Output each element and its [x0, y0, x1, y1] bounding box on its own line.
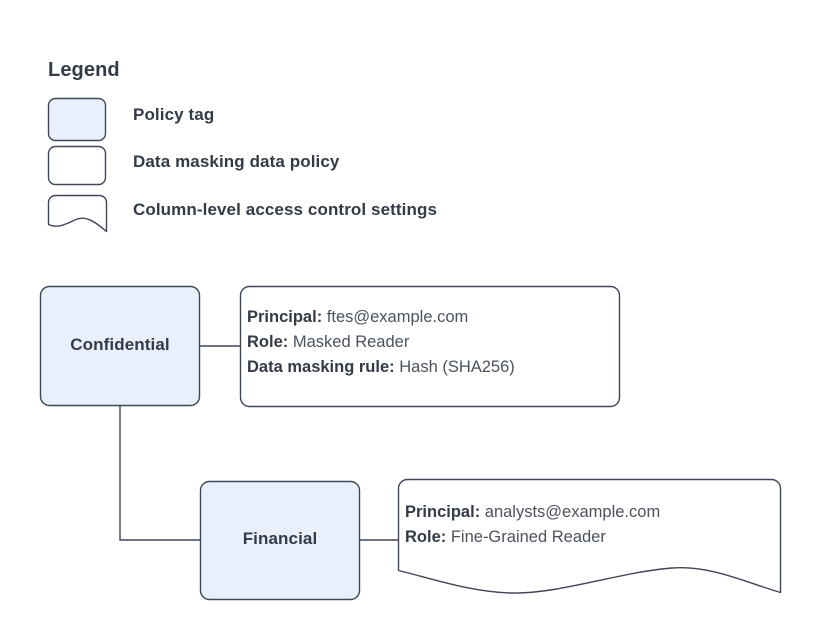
node-financial[interactable] — [199, 480, 361, 601]
detail-line: Role: Fine-Grained Reader — [405, 525, 660, 550]
detail-line: Role: Masked Reader — [247, 330, 515, 355]
detail-key: Principal: — [247, 308, 323, 326]
detail-text-column-access-settings: Principal: analysts@example.com Role: Fi… — [405, 500, 660, 550]
node-label-financial: Financial — [242, 529, 318, 548]
detail-value: analysts@example.com — [484, 503, 661, 521]
detail-value: ftes@example.com — [326, 308, 469, 326]
node-confidential[interactable] — [39, 285, 201, 407]
detail-key: Role: — [405, 528, 447, 546]
legend-swatch-data-masking-policy — [47, 145, 107, 186]
legend-item-label-data-masking-policy: Data masking data policy — [133, 152, 340, 171]
detail-value: Hash (SHA256) — [399, 358, 515, 376]
detail-key: Role: — [247, 333, 289, 351]
detail-text-masking-policy: Principal: ftes@example.com Role: Masked… — [247, 305, 515, 380]
detail-line: Data masking rule: Hash (SHA256) — [247, 355, 515, 380]
legend-title: Legend — [48, 59, 120, 81]
detail-value: Fine-Grained Reader — [450, 528, 606, 546]
legend-item-label-policy-tag: Policy tag — [133, 105, 215, 124]
legend-item-label-column-access-settings: Column-level access control settings — [133, 200, 438, 219]
legend-swatch-column-access-settings — [47, 194, 108, 233]
detail-line: Principal: analysts@example.com — [405, 500, 660, 525]
detail-value: Masked Reader — [292, 333, 410, 351]
detail-key: Data masking rule: — [247, 358, 395, 376]
detail-box-column-access-settings[interactable] — [397, 478, 782, 594]
legend-swatch-policy-tag — [47, 97, 107, 142]
detail-line: Principal: ftes@example.com — [247, 305, 515, 330]
detail-key: Principal: — [405, 503, 481, 521]
node-label-confidential: Confidential — [70, 335, 170, 354]
detail-box-masking-policy[interactable] — [239, 285, 621, 408]
connector-confidential-to-financial — [119, 406, 200, 541]
